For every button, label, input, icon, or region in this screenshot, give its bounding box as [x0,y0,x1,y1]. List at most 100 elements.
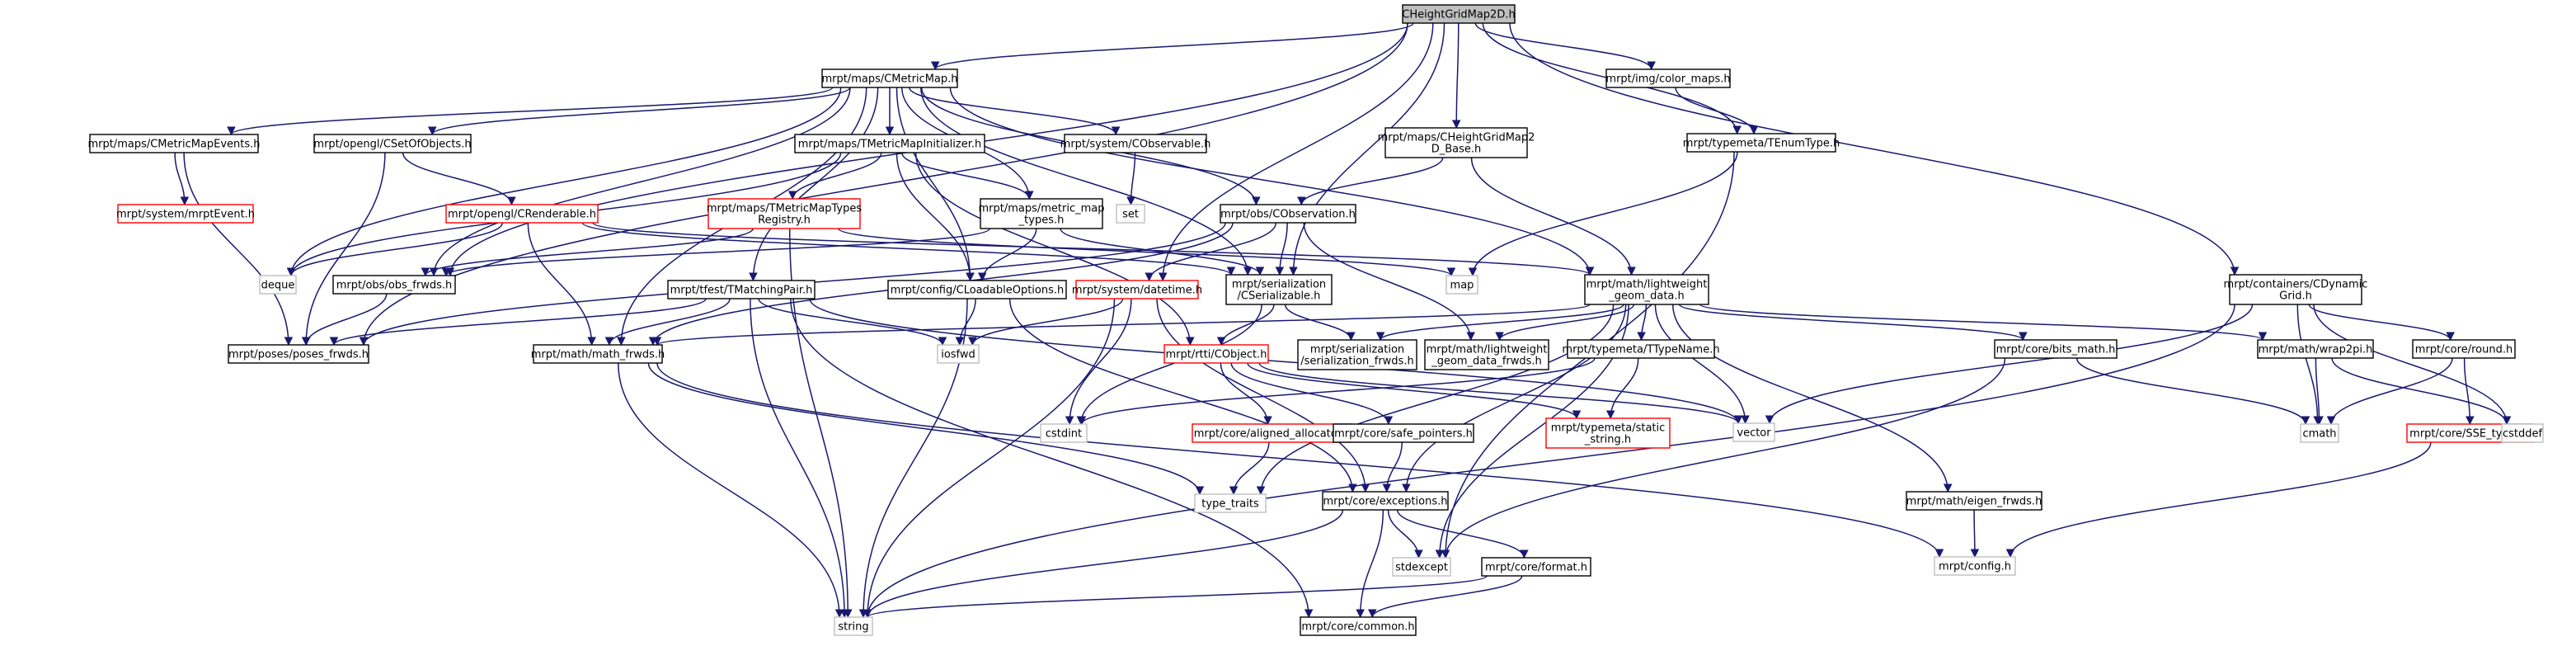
node-mathfrwds[interactable]: mrpt/math/math_frwds.h [531,344,665,364]
edge [2463,357,2475,426]
node-tmatchingpair[interactable]: mrpt/tfest/TMatchingPair.h [667,280,816,299]
node-mrptevent[interactable]: mrpt/system/mrptEvent.h [116,204,255,224]
edge-ttypename-to-cstdint [1077,357,1596,426]
node-box [821,68,958,88]
node-cobject[interactable]: mrpt/rtti/CObject.h [1163,344,1269,364]
edge-tmatchingpair-to-common [790,298,1314,619]
node-cmetricmap[interactable]: mrpt/maps/CMetricMap.h [821,68,958,88]
edge [1765,304,2254,425]
node-set[interactable]: set [1116,204,1145,224]
node-label: mrpt/math/math_frwds.h [531,349,665,361]
node-root[interactable]: CHeightGridMap2D.h [1402,4,1516,24]
node-label: mrpt/maps/CMetricMap.h [821,73,957,86]
node-label: mrpt/containers/CDynamic [2224,279,2368,291]
node-bitsmath[interactable]: mrpt/core/bits_math.h [1994,339,2118,359]
node-string[interactable]: string [834,616,873,636]
node-cmath[interactable]: cmath [2300,423,2339,443]
edge-ssetypes-to-config [2005,441,2432,559]
node-safepointers[interactable]: mrpt/core/safe_pointers.h [1333,423,1474,443]
edge-wrap2pi-to-cstddef [2331,357,2512,426]
edge-cloadable-to-iosfwd [955,298,976,347]
edge-cobservation-to-datetime [1145,222,1277,282]
node-wrap2pi[interactable]: mrpt/math/wrap2pi.h [2257,339,2374,359]
edge-cdynamicgrid-to-cmath [2296,304,2322,426]
node-eigenfrwds[interactable]: mrpt/math/eigen_frwds.h [1906,491,2042,511]
node-vector[interactable]: vector [1732,422,1775,442]
edge-eigenfrwds-to-config [1970,509,1980,559]
edge-mathfrwds-to-string [618,362,844,619]
node-cmetricmapevents[interactable]: mrpt/maps/CMetricMapEvents.h [87,134,261,153]
node-label: set [1122,209,1139,221]
edge-crenderable-to-mathfrwds [527,222,596,347]
edge-cdynamicgrid-to-vector [1765,304,2254,425]
node-label: mrpt/maps/TMetricMapTypes [707,203,862,215]
edge-tmetricmapinit-to-metricmaptypes [900,152,1034,200]
edge [1256,304,1615,496]
node-tenumtype[interactable]: mrpt/typemeta/TEnumType.h [1683,133,1840,153]
edge [286,222,504,277]
node-map[interactable]: map [1445,275,1478,295]
node-cheightbase[interactable]: mrpt/maps/CHeightGridMap2D_Base.h [1378,127,1535,158]
node-cstdint[interactable]: cstdint [1040,423,1088,443]
node-datetime[interactable]: mrpt/system/datetime.h [1072,280,1202,299]
edge-alignedalloc-to-typetraits [1229,441,1270,496]
node-cloadable[interactable]: mrpt/config/CLoadableOptions.h [887,280,1067,299]
node-box [445,204,599,224]
node-label: mrpt/maps/CMetricMapEvents.h [87,139,260,151]
node-typetraits[interactable]: type_traits [1194,493,1267,513]
edge [978,228,1037,282]
node-lwfrwds[interactable]: mrpt/math/lightweight_geom_data_frwds.h [1424,339,1549,370]
node-crenderable[interactable]: mrpt/opengl/CRenderable.h [445,204,599,224]
node-round[interactable]: mrpt/core/round.h [2412,339,2516,359]
node-cstddef[interactable]: cstddef [2501,423,2544,443]
edge-crenderable-to-lightweight [592,222,1594,276]
node-tmetricmapinit[interactable]: mrpt/maps/TMetricMapInitializer.h [794,134,985,153]
node-csetofobjects[interactable]: mrpt/opengl/CSetOfObjects.h [313,134,472,153]
node-cobservable[interactable]: mrpt/system/CObservable.h [1060,134,1211,153]
node-stdexcept[interactable]: stdexcept [1392,557,1451,577]
node-config[interactable]: mrpt/config.h [1934,556,2016,576]
node-box [980,198,1103,229]
node-obsfrwds[interactable]: mrpt/obs/obs_frwds.h [332,275,456,295]
node-serialfrwds[interactable]: mrpt/serialization/serialization_frwds.h [1297,339,1417,370]
node-metricmaptypes[interactable]: mrpt/maps/metric_map_types.h [978,198,1105,229]
edge-cdynamicgrid-to-round [2308,304,2455,342]
node-exceptions[interactable]: mrpt/core/exceptions.h [1322,491,1449,511]
edge-cobservation-to-cserializable [1275,222,1288,276]
node-cobservation[interactable]: mrpt/obs/CObservation.h [1220,204,1356,224]
node-label: deque [261,280,295,292]
node-common[interactable]: mrpt/core/common.h [1300,616,1417,636]
edge [2308,304,2455,342]
node-label: mrpt/core/bits_math.h [1996,344,2116,356]
node-label: mrpt/config/CLoadableOptions.h [891,285,1065,297]
node-format[interactable]: mrpt/core/format.h [1481,557,1591,577]
node-label: mrpt/math/lightweight [1586,279,1708,291]
edge-cheightbase-to-cobservation [1297,157,1444,206]
node-deque[interactable]: deque [259,275,297,295]
node-label: mrpt/core/safe_pointers.h [1334,428,1473,441]
node-cserializable[interactable]: mrpt/serialization/CSerializable.h [1225,274,1333,305]
edge [1247,362,1582,420]
edge-cobject-to-alignedalloc [1220,362,1272,426]
edge [183,152,294,347]
edge [1145,222,1277,282]
edge [955,298,976,347]
node-alignedalloc[interactable]: mrpt/core/aligned_allocator.h [1192,423,1353,443]
node-staticstring[interactable]: mrpt/typemeta/static_string.h [1545,417,1671,449]
edge [758,298,947,347]
edge-lightweight-to-typetraits [1256,304,1615,496]
node-colormaps[interactable]: mrpt/img/color_maps.h [1605,68,1731,88]
node-posesfrwds[interactable]: mrpt/poses/poses_frwds.h [228,344,369,364]
node-box [1116,204,1145,224]
node-label: mrpt/system/mrptEvent.h [116,209,255,221]
node-lightweight[interactable]: mrpt/math/lightweight_geom_data.h [1584,274,1709,305]
node-label: mrpt/rtti/CObject.h [1165,349,1267,361]
node-ttypename[interactable]: mrpt/typemeta/TTypeName.h [1562,339,1720,359]
node-box [1906,491,2042,511]
node-label: mrpt/core/round.h [2415,344,2513,356]
node-iosfwd[interactable]: iosfwd [937,344,980,364]
edge-cmetricmapevents-to-posesfrwds [183,152,294,347]
edge [1402,304,1627,493]
